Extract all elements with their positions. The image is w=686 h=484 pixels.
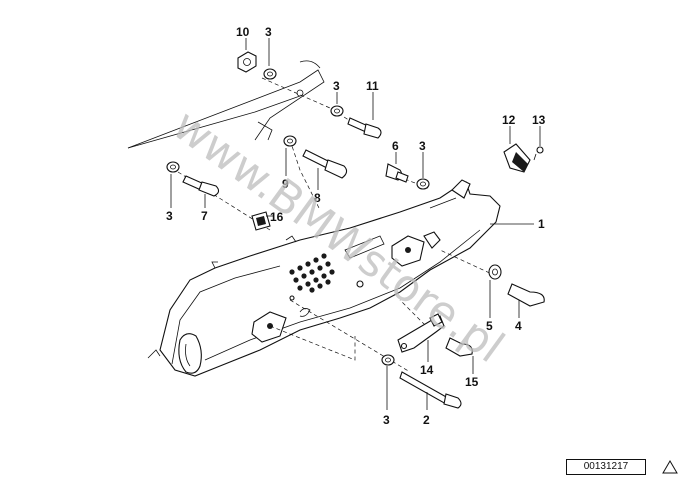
washers: [166, 68, 502, 366]
callout-3: 3: [333, 79, 340, 93]
nut-part-10: [237, 51, 257, 73]
callout-12: 12: [502, 113, 516, 127]
callout-4: 4: [515, 319, 522, 333]
callout-3: 3: [166, 209, 173, 223]
callout-16: 16: [270, 210, 284, 224]
swing-arm-cover: [147, 179, 501, 377]
callout-3: 3: [383, 413, 390, 427]
callout-3: 3: [419, 139, 426, 153]
callout-13: 13: [532, 113, 546, 127]
callout-8: 8: [314, 191, 321, 205]
reference-number: 00131217: [566, 459, 646, 475]
warning-triangle-icon: [662, 460, 678, 474]
vent-holes: [289, 253, 335, 293]
bracket-part-14: [397, 313, 445, 353]
screw-part-13: [533, 146, 544, 161]
callout-labels: 10 3 3 11 12 13 6 3 1 3 7 9 8 16 5 4 14 …: [166, 25, 546, 427]
callout-7: 7: [201, 209, 208, 223]
callout-10: 10: [236, 25, 250, 39]
cap-part-12: [503, 143, 531, 173]
callout-14: 14: [420, 363, 434, 377]
callout-9: 9: [282, 177, 289, 191]
frame-outline: [127, 60, 325, 149]
leader-lines: [170, 38, 541, 410]
bolts: [182, 117, 545, 409]
callout-3: 3: [265, 25, 272, 39]
callout-11: 11: [366, 79, 379, 93]
callout-6: 6: [392, 139, 399, 153]
callout-2: 2: [423, 413, 430, 427]
callout-15: 15: [465, 375, 479, 389]
callout-1: 1: [538, 217, 545, 231]
callout-5: 5: [486, 319, 493, 333]
clip-part-16: [251, 211, 271, 231]
